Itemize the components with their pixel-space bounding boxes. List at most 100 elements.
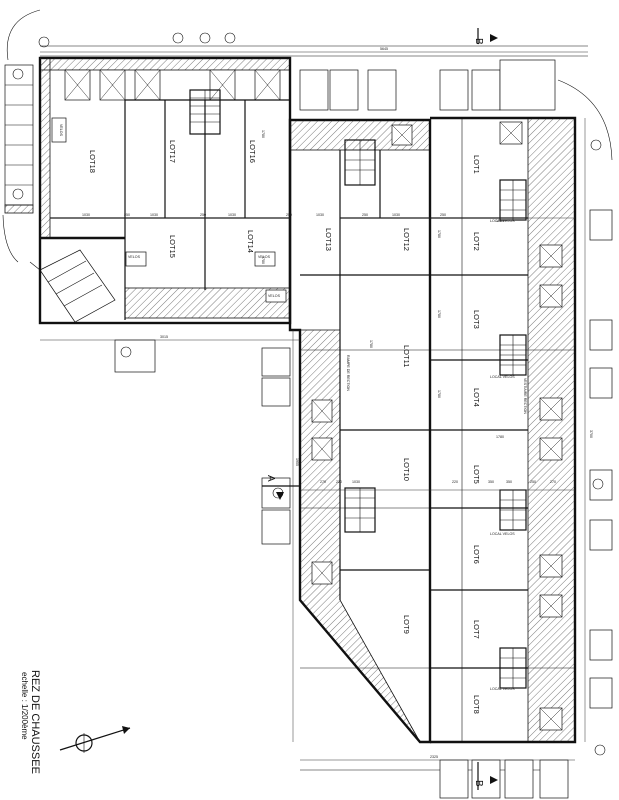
parking-east [589, 209, 613, 709]
tree-icon [38, 36, 50, 48]
building-north [38, 56, 292, 325]
dim-label: 250 [286, 213, 292, 217]
dim-label: 2325 [430, 755, 438, 759]
parking-top [299, 59, 556, 111]
stair-central-1 [344, 139, 376, 186]
parking-strip-left [4, 64, 34, 214]
dim-label: 1780 [437, 390, 441, 398]
dim-label: 350 [506, 480, 512, 484]
section-marker-icon [276, 492, 284, 500]
dim-label: 1030 [82, 213, 90, 217]
lot-label: LOT18 [88, 150, 97, 173]
room-label: VELOS [128, 255, 141, 259]
ramp-label: VESTIAIRE RECTION [523, 378, 527, 414]
room-label: VELOS [59, 124, 63, 137]
lot-label: LOT11 [402, 345, 411, 367]
dim-label: 250 [124, 213, 130, 217]
lot-label: LOT7 [472, 620, 481, 639]
building-east [300, 116, 577, 744]
lot-label: LOT16 [248, 140, 257, 163]
lot-label: LOT2 [472, 232, 481, 251]
section-marker-left: A [262, 475, 300, 500]
section-marker-bottom: B [473, 762, 498, 790]
dim-label: 220 [336, 480, 342, 484]
tree-icon [594, 744, 606, 756]
room-labels: VELOS VELOS VELOS VELOS LOCAL VELOS LOCA… [59, 124, 527, 691]
ramp-label: RAMPE DE RECTION [346, 355, 350, 391]
room-label: VELOS [268, 294, 281, 298]
section-letter: A [265, 475, 276, 482]
tree-icon [224, 32, 236, 44]
dim-label: 220 [452, 480, 458, 484]
tree-icon [172, 32, 184, 44]
dim-label: 350 [488, 480, 494, 484]
dim-label: 1955 [295, 458, 299, 466]
lot-label: LOT5 [472, 465, 481, 484]
lot-label: LOT1 [472, 155, 481, 174]
lot-label: LOT15 [168, 235, 177, 258]
lot-label: LOT12 [402, 228, 411, 251]
dim-label: 3700 [589, 430, 593, 438]
room-label: LOCAL VELOS [490, 219, 515, 223]
stair-east-2 [499, 334, 527, 376]
dim-label: 270 [320, 480, 326, 484]
dim-label: 1030 [352, 480, 360, 484]
section-letter: B [473, 38, 484, 45]
dimension-labels: 1780 1780 1780 1780 1780 1780 1780 1780 … [82, 47, 593, 759]
tree-icon [272, 487, 284, 499]
section-marker-icon [490, 34, 498, 42]
window-boxes-north [64, 69, 281, 101]
lot-label: LOT3 [472, 310, 481, 329]
dim-label: 1780 [369, 340, 373, 348]
dim-label: 250 [362, 213, 368, 217]
lot-label: LOT10 [402, 458, 411, 481]
window-boxes-east [499, 121, 563, 731]
room-label: VELOS [258, 255, 271, 259]
north-arrow-icon [59, 726, 131, 753]
dimension-lines [40, 51, 588, 761]
dim-label: 250 [440, 213, 446, 217]
tree-icon [12, 188, 24, 200]
stair-north-1 [189, 89, 221, 135]
dim-label: 270 [550, 480, 556, 484]
lot-label: LOT6 [472, 545, 481, 564]
section-marker-top: B [473, 28, 498, 45]
stair-east-1 [499, 179, 527, 221]
room-label: LOCAL VELOS [490, 687, 515, 691]
dim-label: 1780 [437, 230, 441, 238]
tree-icon [199, 32, 211, 44]
parking-west [114, 339, 291, 545]
tree-icons [12, 32, 606, 756]
parking-angled-block [29, 249, 116, 323]
plan-scale: echelle : 1/200ème [20, 672, 29, 740]
dim-label: 3015 [160, 335, 168, 339]
title-block: REZ DE CHAUSSEE echelle : 1/200ème [20, 670, 41, 774]
room-label: LOCAL VELOS [490, 532, 515, 536]
dim-label: 1030 [316, 213, 324, 217]
tree-icon [12, 68, 24, 80]
lot-label: LOT9 [402, 615, 411, 634]
dim-label: 250 [530, 480, 536, 484]
building-central [288, 118, 432, 744]
dim-label: 5645 [380, 47, 388, 51]
lot-label: LOT13 [324, 228, 333, 251]
dim-label: 1030 [228, 213, 236, 217]
tree-icon [120, 346, 132, 358]
lot-label: LOT8 [472, 695, 481, 714]
stair-central-2 [344, 487, 376, 533]
lot-label: LOT4 [472, 388, 481, 407]
tree-icon [592, 478, 604, 490]
parking-bottom [439, 759, 569, 799]
dim-label: 1030 [392, 213, 400, 217]
plan-title: REZ DE CHAUSSEE [29, 670, 41, 774]
dim-label: 1780 [261, 256, 265, 264]
lot-label: LOT17 [168, 140, 177, 163]
section-marker-icon [490, 776, 498, 784]
room-label: LOCAL VELOS [490, 375, 515, 379]
tree-icon [590, 139, 602, 151]
dim-label: 1780 [437, 310, 441, 318]
section-letter: B [473, 780, 484, 787]
dim-label: 1780 [496, 435, 504, 439]
dim-label: 250 [200, 213, 206, 217]
